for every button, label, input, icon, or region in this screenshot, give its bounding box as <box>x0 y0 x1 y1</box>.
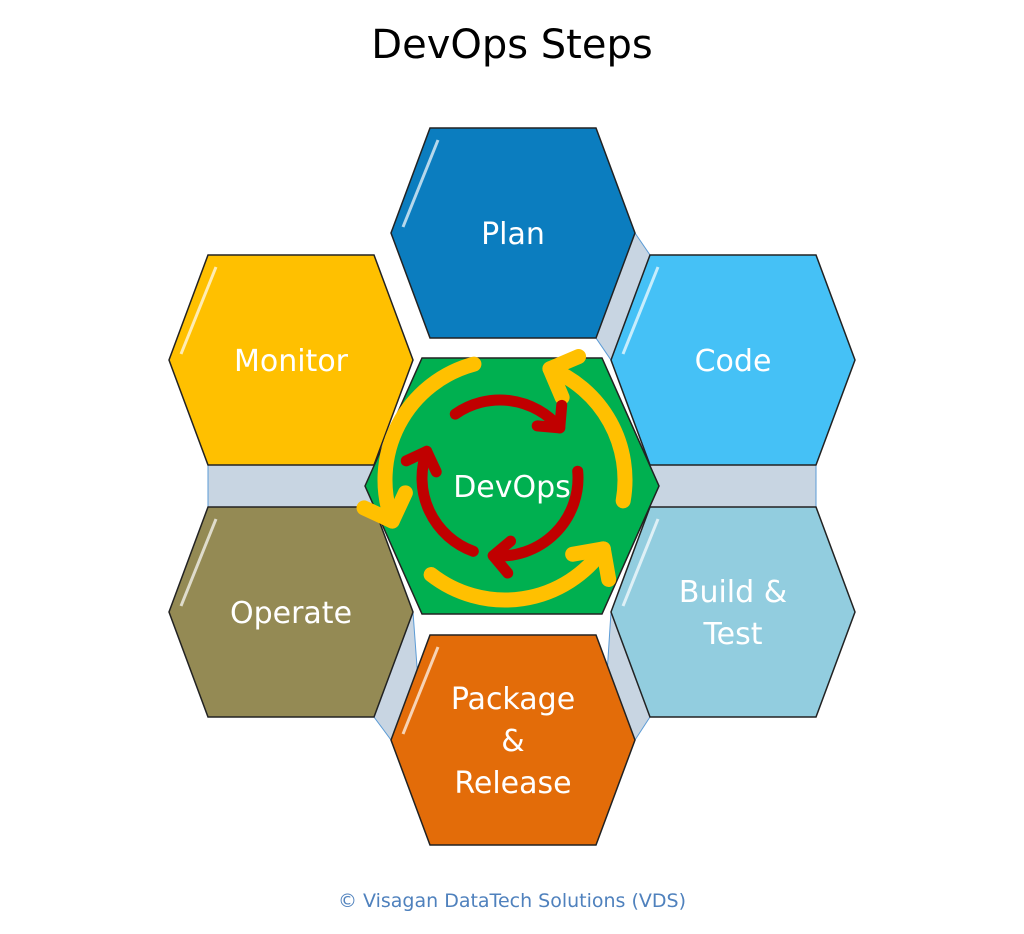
hexagon-shape <box>168 506 414 718</box>
inner-arrow-top <box>449 394 568 434</box>
hexagon-shape <box>168 254 414 466</box>
connector <box>649 464 817 508</box>
highlight <box>179 518 218 607</box>
step-plan: Plan <box>390 127 636 339</box>
hexagon-shape <box>610 506 856 718</box>
hexagon-shape <box>390 634 636 846</box>
hexagon-shape <box>390 127 636 339</box>
step-package-release: Package & Release <box>390 634 636 846</box>
outer-arrow-top <box>542 349 633 509</box>
outer-arrow-left <box>356 356 482 529</box>
diagram-title: DevOps Steps <box>371 22 653 68</box>
highlight <box>401 646 440 735</box>
outer-arrow-bottom <box>423 541 617 608</box>
connector <box>207 464 375 508</box>
step-operate: Operate <box>168 506 414 718</box>
step-label: Release <box>454 766 571 801</box>
copyright-footer: © Visagan DataTech Solutions (VDS) <box>337 890 687 912</box>
highlight <box>401 139 440 228</box>
step-label: Build & <box>679 575 787 610</box>
step-monitor: Monitor <box>168 254 414 466</box>
step-build-test: Build & Test <box>610 506 856 718</box>
step-label: Plan <box>481 217 545 252</box>
step-label: Package <box>451 682 575 717</box>
inner-arrow-left <box>400 445 479 557</box>
step-label: Operate <box>230 596 352 631</box>
step-label: Code <box>695 344 772 379</box>
step-label: Test <box>702 617 762 652</box>
highlight <box>621 518 660 607</box>
step-label: Monitor <box>234 344 349 379</box>
highlight <box>179 266 218 355</box>
inner-arrow-right <box>487 465 584 579</box>
step-code: Code <box>610 254 856 466</box>
cycle-arrows: DevOps <box>356 349 633 608</box>
center-label: DevOps <box>453 470 571 505</box>
highlight <box>621 266 660 355</box>
step-label: & <box>501 724 524 759</box>
